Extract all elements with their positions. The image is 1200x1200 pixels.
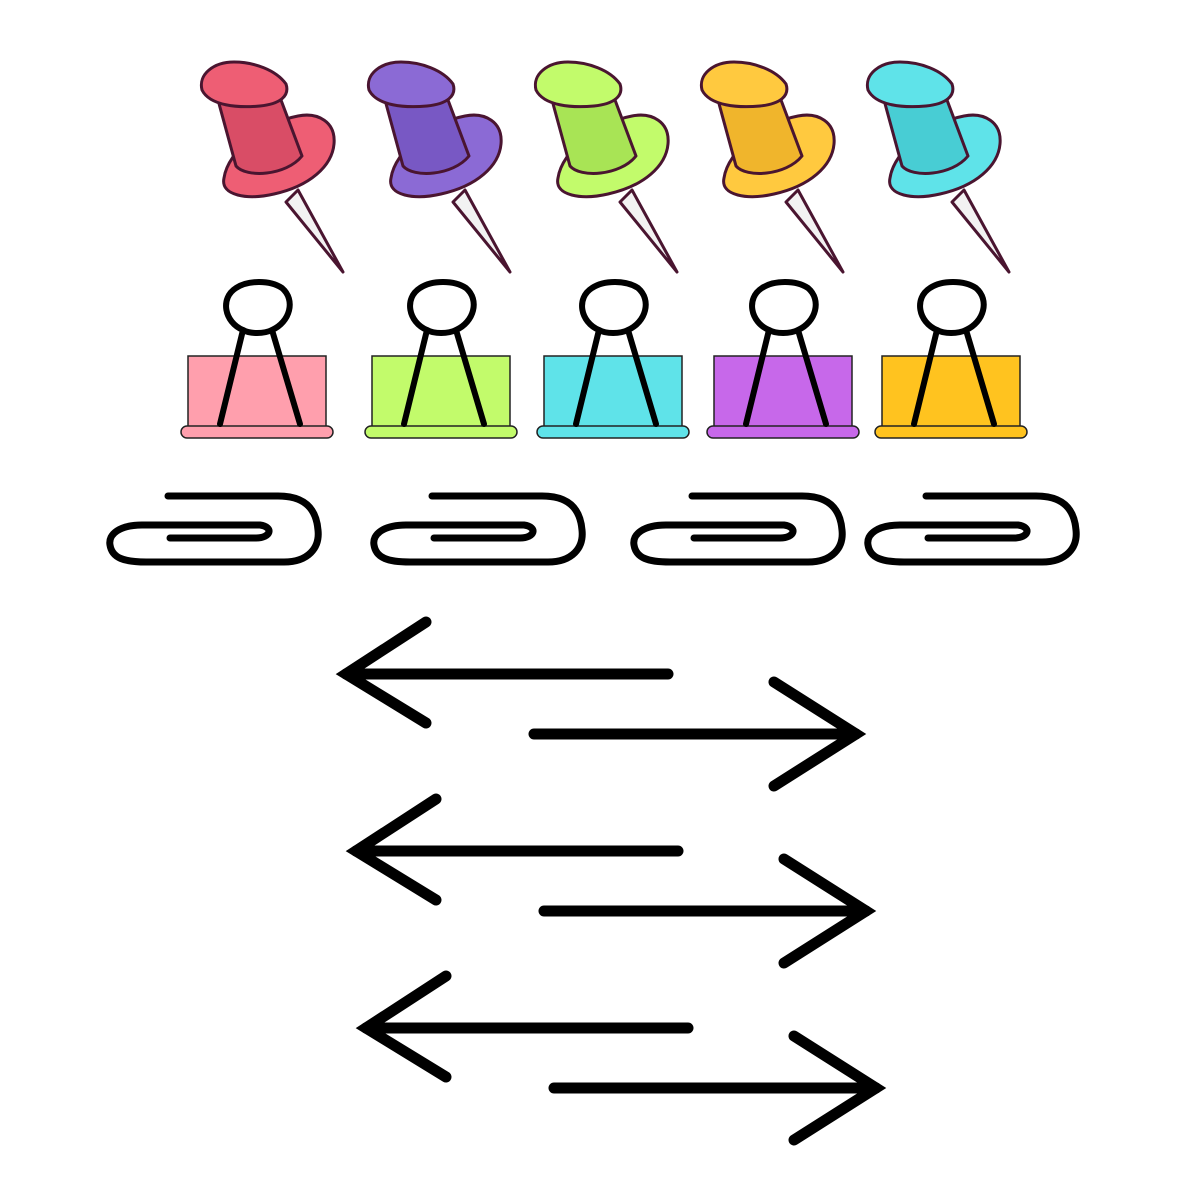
push-pin-icon (699, 60, 845, 274)
binder-clips-row (180, 279, 1028, 439)
push-pin-icon (865, 60, 1011, 274)
paper-clip-icon (370, 492, 586, 566)
push-pin-icon (366, 60, 512, 274)
binder-clip-icon (874, 279, 1028, 439)
binder-clip-icon (706, 279, 860, 439)
paper-clip-icon (106, 492, 322, 566)
push-pins-row (199, 60, 1011, 274)
swap-arrows-icon (335, 616, 867, 792)
swap-arrows-icon (355, 970, 887, 1146)
paper-clip-icon (630, 492, 846, 566)
paper-clip-icon (864, 492, 1080, 566)
binder-clip-icon (364, 279, 518, 439)
push-pin-icon (533, 60, 679, 274)
push-pin-icon (199, 60, 345, 274)
binder-clip-icon (536, 279, 690, 439)
paper-clips-row (106, 492, 1080, 566)
binder-clip-icon (180, 279, 334, 439)
swap-arrows-icon (345, 793, 877, 969)
swap-arrows-column (335, 616, 887, 1146)
